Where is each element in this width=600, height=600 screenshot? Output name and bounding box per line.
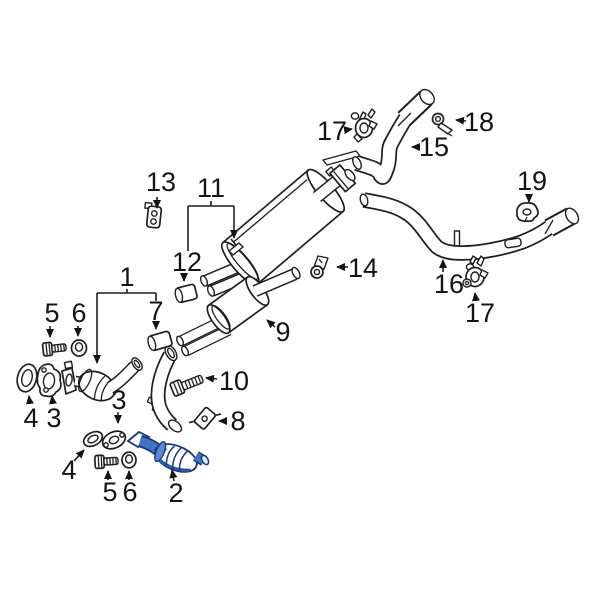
exhaust-gasket-left (16, 363, 38, 393)
callout-label: 9 (275, 317, 290, 347)
extension-pipe-inlet-opening (359, 193, 369, 207)
clamp-bracket (144, 201, 163, 229)
callout-17-lower: 17 (465, 292, 495, 328)
converter-flange-tab (126, 430, 151, 449)
callout-9: 9 (266, 317, 291, 347)
callout-label: 4 (23, 403, 38, 433)
callout-label: 17 (465, 298, 495, 328)
extension-pipe (359, 192, 580, 261)
clamp-upper (350, 108, 378, 143)
callout-label: 10 (219, 366, 249, 396)
callout-label: 6 (71, 298, 86, 328)
callout-label: 17 (317, 116, 347, 146)
callout-label: 3 (111, 385, 126, 415)
tailpipe-tip-opening (419, 88, 435, 106)
callout-label: 7 (148, 296, 163, 326)
extension-pipe-tip-opening (564, 207, 580, 225)
clamp-lower (462, 255, 489, 288)
callout-13: 13 (146, 167, 176, 209)
callout-15: 15 (411, 132, 449, 162)
insulator-rear (516, 202, 539, 223)
tailpipe-inlet-opening (352, 156, 362, 170)
callout-label: 2 (168, 478, 183, 508)
callout-3-left: 3 (46, 395, 62, 433)
pipe-tab (504, 237, 522, 249)
resonator (175, 266, 301, 357)
callout-label: 16 (434, 269, 464, 299)
callout-5-bottom: 5 (102, 470, 118, 507)
callout-label: 1 (119, 262, 134, 292)
callout-6-bottom: 6 (122, 470, 138, 507)
callout-12: 12 (172, 247, 202, 282)
muffler-hanger-pin (228, 242, 244, 256)
muffler (199, 164, 357, 297)
callout-11: 11 (187, 173, 238, 251)
muffler-outlet-opening (344, 168, 356, 182)
callout-label: 3 (46, 403, 61, 433)
flange-bolt-left (41, 341, 67, 357)
callout-8: 8 (218, 406, 246, 436)
callout-5-left: 5 (44, 298, 60, 338)
callout-label: 5 (102, 477, 117, 507)
callout-1: 1 (93, 262, 157, 364)
callout-14: 14 (336, 253, 378, 283)
callout-17-upper: 17 (317, 116, 353, 146)
callouts: 13 11 12 1 7 5 6 (23, 107, 547, 508)
exhaust-flange-bottom (101, 430, 127, 450)
front-exhaust-pipe-assembly (61, 357, 143, 402)
callout-19: 19 (517, 166, 547, 203)
insulator-front (174, 283, 198, 304)
callout-label: 19 (517, 166, 547, 196)
callout-2: 2 (168, 469, 184, 508)
callout-label: 18 (464, 107, 494, 137)
callout-label: 5 (44, 298, 59, 328)
flange-nut-left (70, 339, 88, 357)
flange-bolt-bottom (93, 454, 119, 470)
callout-3-bottom: 3 (111, 385, 127, 424)
callout-label: 11 (197, 173, 225, 203)
over-axle-pipe (146, 344, 183, 433)
hanger-pin (453, 230, 461, 247)
mounting-bolt (169, 374, 204, 397)
callout-label: 6 (122, 477, 137, 507)
highlighted-catalytic-converter (126, 430, 210, 473)
callout-4-bottom: 4 (61, 449, 85, 485)
callout-label: 4 (61, 455, 76, 485)
callout-10: 10 (205, 366, 249, 396)
resonator-outlet-opening (291, 266, 301, 280)
exhaust-flange-left (36, 363, 62, 398)
callout-label: 14 (348, 253, 378, 283)
callout-7: 7 (148, 296, 164, 330)
exhaust-insulator (147, 330, 173, 352)
exhaust-bracket (188, 406, 222, 430)
callout-label: 8 (230, 406, 245, 436)
hanger-bracket (310, 255, 329, 279)
callout-4-left: 4 (23, 395, 39, 433)
flange-nut-bottom (121, 451, 137, 469)
callout-label: 13 (146, 167, 176, 197)
callout-label: 12 (172, 247, 202, 277)
callout-16: 16 (434, 259, 464, 299)
callout-6-left: 6 (71, 298, 87, 337)
callout-label: 15 (419, 132, 449, 162)
callout-18: 18 (455, 107, 494, 137)
pipe-flare-opening (167, 419, 183, 433)
exhaust-gasket-bottom (82, 430, 104, 448)
tailpipe (322, 88, 435, 185)
front-catalytic-converter (78, 368, 116, 402)
hanger-hook (431, 112, 453, 137)
